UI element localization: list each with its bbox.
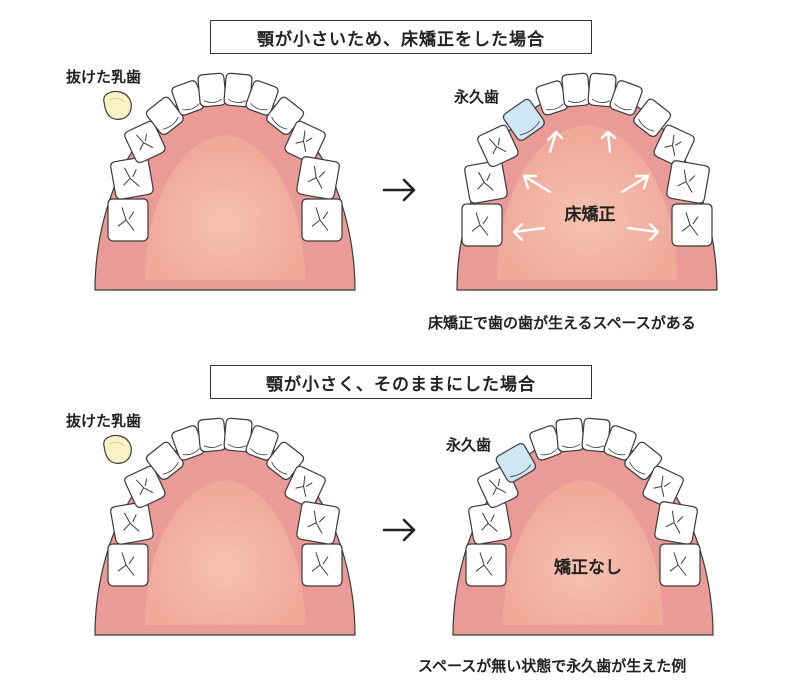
- tooth-icon: [666, 160, 710, 204]
- tooth-icon: [654, 501, 698, 545]
- tooth-icon: [461, 203, 503, 247]
- tooth-icon: [561, 72, 591, 108]
- tooth-icon: [502, 98, 545, 141]
- bottom-transition-arrow-icon: [382, 518, 416, 542]
- palate: [503, 480, 663, 625]
- top-permanent-label: 永久歯: [454, 88, 500, 106]
- tooth-icon: [642, 465, 684, 509]
- top-right-arch: 床矯正: [456, 72, 718, 291]
- teeth-group: [107, 72, 343, 242]
- top-transition-arrow-icon: [382, 178, 416, 202]
- tooth-icon: [124, 120, 166, 164]
- bottom-permanent-label: 永久歯: [446, 436, 492, 454]
- tooth-icon: [465, 543, 507, 587]
- top-arch-label: 床矯正: [565, 204, 616, 225]
- tooth-icon: [110, 156, 154, 200]
- tooth-icon: [464, 160, 508, 204]
- bottom-right-arch: 矯正なし: [452, 417, 714, 636]
- bottom-caption: スペースが無い状態で永久歯が生えた例: [418, 657, 687, 675]
- palate: [145, 135, 305, 280]
- tooth-icon: [477, 124, 519, 168]
- expansion-arrows: [512, 130, 660, 242]
- tooth-icon: [296, 501, 340, 545]
- bottom-baby-tooth-label: 抜けた乳歯: [66, 412, 142, 430]
- tooth-icon: [266, 441, 305, 480]
- top-left-arch: [94, 72, 356, 291]
- teeth-group: [107, 417, 343, 587]
- top-caption: 床矯正で歯の歯が生えるスペースがある: [428, 314, 696, 332]
- tooth-icon: [609, 80, 643, 116]
- bottom-title: 顎が小さく、そのままにした場合: [210, 365, 592, 399]
- tooth-icon: [555, 417, 585, 453]
- top-baby-tooth-icon: [103, 90, 132, 120]
- tooth-icon: [197, 417, 227, 453]
- tooth-icon: [624, 441, 663, 480]
- palate: [145, 480, 305, 625]
- tooth-icon: [107, 543, 149, 587]
- bottom-arch-label: 矯正なし: [554, 557, 622, 578]
- tooth-icon: [659, 543, 701, 587]
- tooth-icon: [495, 442, 537, 483]
- top-title-text: 顎が小さいため、床矯正をした場合: [257, 29, 545, 50]
- palate: [497, 125, 677, 280]
- tooth-icon: [266, 96, 305, 135]
- bottom-baby-tooth-icon: [103, 434, 132, 464]
- top-baby-tooth-label: 抜けた乳歯: [66, 68, 142, 86]
- bottom-left-arch: [94, 417, 356, 636]
- tooth-icon: [301, 543, 343, 587]
- tooth-icon: [633, 98, 672, 137]
- tooth-icon: [197, 72, 227, 108]
- bottom-title-text: 顎が小さく、そのままにした場合: [266, 374, 536, 395]
- tooth-icon: [587, 72, 617, 108]
- tooth-icon: [110, 501, 154, 545]
- tooth-icon: [301, 198, 343, 242]
- top-title: 顎が小さいため、床矯正をした場合: [210, 20, 592, 54]
- tooth-icon: [296, 156, 340, 200]
- teeth-group: [465, 417, 701, 587]
- teeth-group: [461, 72, 713, 247]
- tooth-icon: [124, 465, 166, 509]
- tooth-icon: [671, 203, 713, 247]
- tooth-icon: [468, 501, 512, 545]
- tooth-icon: [107, 198, 149, 242]
